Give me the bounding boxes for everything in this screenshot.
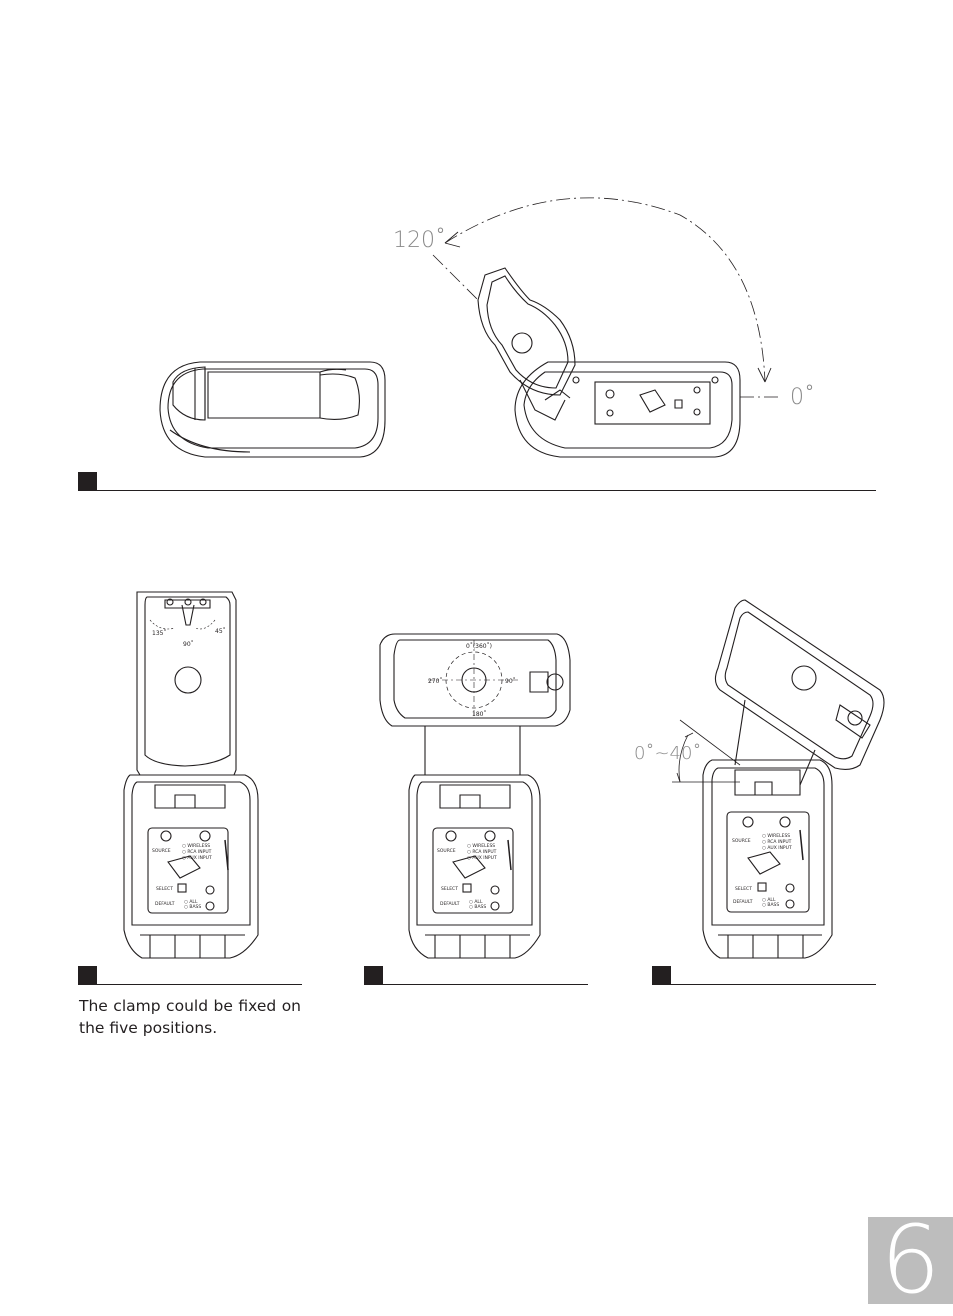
panel-source-c: SOURCE [732,838,751,844]
panel-source-a: SOURCE [152,848,171,854]
panel-wireless-b: ○ WIRELESS [467,843,495,849]
panel-all-b: ○ ALL [469,899,483,905]
panel-bass-a: ○ BASS [184,904,201,910]
angle-label-closed: 0˚ [790,385,815,410]
panel-text-a: SOURCE ○ WIRELESS ○ RCA INPUT ○ AUX INPU… [152,843,212,910]
panel-rca-c: ○ RCA INPUT [762,839,792,845]
section-marker-square-b [364,966,383,985]
section-marker-square-c [652,966,671,985]
caption-line-1: The clamp could be fixed on [79,997,301,1015]
section-rule-a [97,984,302,985]
device-clamp-positions-drawing [123,591,259,959]
top-figure [159,197,778,458]
clamp-degree-labels: 135˚ 45˚ 90˚ [152,628,226,648]
rotation-label-top: 0˚(360˚) [466,643,492,650]
panel-select-c: SELECT [735,886,752,892]
panel-all-a: ○ ALL [184,899,198,905]
panel-rca-b: ○ RCA INPUT [467,849,497,855]
panel-aux-a: ○ AUX INPUT [182,855,212,861]
clamp-label-right: 45˚ [215,628,226,635]
section-rule-b [383,984,588,985]
panel-aux-c: ○ AUX INPUT [762,845,792,851]
section-rule [97,490,876,491]
panel-default-c: DEFAULT [733,899,753,905]
angle-label-tilt: 0˚~40˚ [634,743,702,764]
rotation-label-left: 270˚ [428,678,442,685]
panel-default-a: DEFAULT [155,901,175,907]
page-number-tab [868,1217,953,1304]
panel-all-c: ○ ALL [762,897,776,903]
rotation-label-bottom: 180˚ [472,711,486,718]
panel-rca-a: ○ RCA INPUT [182,849,212,855]
panel-select-a: SELECT [156,886,173,892]
clamp-caption: The clamp could be fixed on the five pos… [79,995,301,1039]
panel-wireless-a: ○ WIRELESS [182,843,210,849]
page-number: 6 [880,1206,941,1315]
panel-default-b: DEFAULT [440,901,460,907]
panel-text-b: SOURCE ○ WIRELESS ○ RCA INPUT ○ AUX INPU… [437,843,497,910]
section-marker-square-a [78,966,97,985]
panel-wireless-c: ○ WIRELESS [762,833,790,839]
rotation-label-right: 90˚ [505,678,516,685]
rotation-degree-labels: 0˚(360˚) 270˚ 90˚ 180˚ [428,643,516,718]
section-rule-c [671,984,876,985]
panel-bass-b: ○ BASS [469,904,486,910]
open-device-drawing [477,267,741,458]
panel-source-b: SOURCE [437,848,456,854]
bottom-figures: 0˚(360˚) 270˚ 90˚ 180˚ 135˚ 45˚ 90˚ SOUR… [123,591,885,959]
angle-label-open: 120˚ [393,228,446,253]
panel-bass-c: ○ BASS [762,902,779,908]
clamp-label-bottom: 90˚ [183,641,194,648]
closed-device-drawing [159,361,386,458]
panel-text-c: SOURCE ○ WIRELESS ○ RCA INPUT ○ AUX INPU… [732,833,792,908]
panel-select-b: SELECT [441,886,458,892]
caption-line-2: the five positions. [79,1019,218,1037]
section-marker-square [78,472,97,491]
device-rotation-drawing [379,633,571,959]
panel-aux-b: ○ AUX INPUT [467,855,497,861]
opening-angle-arc [444,197,766,383]
device-tilt-drawing [672,599,885,959]
clamp-label-left: 135˚ [152,630,166,637]
